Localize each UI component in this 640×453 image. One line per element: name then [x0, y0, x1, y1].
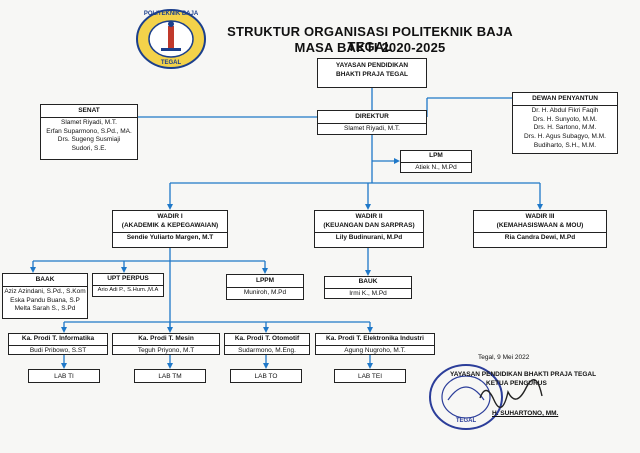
bauk-box: BAUK Irmi K., M.Pd	[324, 276, 412, 299]
upt-name: Ario Adi P., S.Hum.,M.A	[97, 286, 159, 293]
wadir2-box: WADIR II (KEUANGAN DAN SARPRAS) Lily Bud…	[314, 210, 424, 248]
lppm-box: LPPM Muniroh, M.Pd	[226, 274, 304, 300]
lab-label: LAB TM	[158, 373, 182, 380]
dewan-title: DEWAN PENYANTUN	[532, 95, 598, 102]
upt-title: UPT PERPUS	[107, 275, 149, 282]
lab-label: LAB TI	[54, 373, 74, 380]
lab-box-to: LAB TO	[230, 369, 302, 383]
prodi-title: Ka. Prodi T. Mesin	[138, 335, 194, 342]
lab-label: LAB TO	[254, 373, 278, 380]
dewan-member: Dr. H. Abdul Fikri Faqih	[531, 106, 599, 114]
wadir1-title: WADIR I	[157, 213, 183, 220]
lab-box-tm: LAB TM	[134, 369, 206, 383]
direktur-name: Slamet Riyadi, M.T.	[344, 124, 400, 132]
wadir3-sub: (KEMAHASISWAAN & MOU)	[496, 221, 584, 229]
logo-text-top: POLITEKNIK BAJA	[143, 11, 199, 17]
dewan-member: Drs. H. Agus Subagyo, M.M.	[523, 133, 606, 141]
wadir2-sub: (KEUANGAN DAN SARPRAS)	[323, 221, 415, 229]
senat-member: Erfan Suparmono, S.Pd., MA.	[46, 127, 132, 135]
senat-member: Drs. Sugeng Susmiaji	[57, 136, 121, 144]
lppm-title: LPPM	[255, 277, 275, 284]
prodi-title: Ka. Prodi T. Informatika	[21, 335, 95, 342]
signature-org: YAYASAN PENDIDIKAN BHAKTI PRAJA TEGAL	[450, 371, 597, 378]
prodi-name: Agung Nugroho, M.T.	[344, 346, 406, 354]
dewan-box: DEWAN PENYANTUN Dr. H. Abdul Fikri Faqih…	[512, 92, 618, 154]
prodi-name: Budi Pribowo, S.ST	[29, 346, 87, 354]
baak-member: Eska Pandu Buana, S.P	[10, 296, 80, 304]
dewan-member: Drs. H. Sartono, M.M.	[533, 124, 597, 132]
yayasan-line2: BHAKTI PRAJA TEGAL	[336, 70, 408, 78]
baak-member: Aziz Azindani, S.Pd., S.Kom	[4, 287, 86, 295]
page-title: STRUKTUR ORGANISASI POLITEKNIK BAJA TEGA…	[227, 24, 513, 54]
senat-member: Sudori, S.E.	[71, 145, 107, 153]
wadir1-box: WADIR I (AKADEMIK & KEPEGAWAIAN) Sendie …	[112, 210, 228, 248]
prodi-box-elektronika: Ka. Prodi T. Elektronika Industri Agung …	[315, 333, 435, 355]
page-subtitle: MASA BAKTI 2020-2025	[294, 40, 446, 55]
yayasan-box: YAYASAN PENDIDIKAN BHAKTI PRAJA TEGAL	[317, 58, 427, 88]
signature-role: KETUA PENGURUS	[486, 380, 547, 387]
wadir2-title: WADIR II	[355, 213, 383, 220]
upt-perpus-box: UPT PERPUS Ario Adi P., S.Hum.,M.A	[92, 273, 164, 297]
lpm-box: LPM Atiek N., M.Pd	[400, 150, 472, 173]
direktur-box: DIREKTUR Slamet Riyadi, M.T.	[317, 110, 427, 135]
wadir1-name: Sendie Yuliarto Margen, M.T	[126, 233, 214, 241]
lppm-name: Muniroh, M.Pd	[243, 288, 287, 296]
lab-label: LAB TEI	[357, 373, 383, 380]
wadir1-sub: (AKADEMIK & KEPEGAWAIAN)	[121, 221, 219, 229]
dewan-member: Budiharto, S.H., M.M.	[533, 141, 597, 149]
bauk-name: Irmi K., M.Pd	[349, 289, 387, 297]
baak-member: Melta Sarah S., S.Pd	[14, 305, 76, 313]
prodi-name: Sudarmono, M.Eng.	[238, 346, 296, 354]
signature-scribble	[476, 378, 546, 412]
signature-name: H. SUHARTONO, MM.	[492, 410, 559, 417]
stamp-text: TEGAL	[455, 418, 477, 424]
lpm-name: Atiek N., M.Pd	[415, 163, 457, 171]
prodi-box-informatika: Ka. Prodi T. Informatika Budi Pribowo, S…	[8, 333, 108, 355]
bauk-title: BAUK	[358, 278, 378, 285]
lab-box-ti: LAB TI	[28, 369, 100, 383]
wadir3-name: Ria Candra Dewi, M.Pd	[504, 233, 576, 241]
institution-logo: POLITEKNIK BAJA TEGAL	[135, 8, 207, 70]
baak-title: BAAK	[35, 276, 55, 283]
signature-date: Tegal, 9 Mei 2022	[478, 354, 530, 361]
senat-box: SENAT Slamet Riyadi, M.T. Erfan Suparmon…	[40, 104, 138, 160]
wadir3-box: WADIR III (KEMAHASISWAAN & MOU) Ria Cand…	[473, 210, 607, 248]
wadir3-title: WADIR III	[525, 213, 555, 220]
senat-title: SENAT	[78, 107, 100, 114]
baak-box: BAAK Aziz Azindani, S.Pd., S.Kom Eska Pa…	[2, 273, 88, 319]
lpm-title: LPM	[429, 152, 443, 159]
prodi-title: Ka. Prodi T. Otomotif	[234, 335, 300, 342]
prodi-name: Teguh Priyono, M.T	[137, 346, 195, 354]
senat-member: Slamet Riyadi, M.T.	[61, 118, 117, 126]
dewan-member: Drs. H. Sunyoto, M.M.	[533, 115, 597, 123]
prodi-title: Ka. Prodi T. Elektronika Industri	[326, 335, 424, 342]
prodi-box-otomotif: Ka. Prodi T. Otomotif Sudarmono, M.Eng.	[224, 333, 310, 355]
wadir2-name: Lily Budinurani, M.Pd	[335, 233, 403, 241]
direktur-title: DIREKTUR	[355, 113, 389, 120]
yayasan-line1: YAYASAN PENDIDIKAN	[335, 62, 409, 69]
lab-box-tei: LAB TEI	[334, 369, 406, 383]
logo-text-bottom: TEGAL	[160, 60, 182, 66]
prodi-box-mesin: Ka. Prodi T. Mesin Teguh Priyono, M.T	[112, 333, 220, 355]
